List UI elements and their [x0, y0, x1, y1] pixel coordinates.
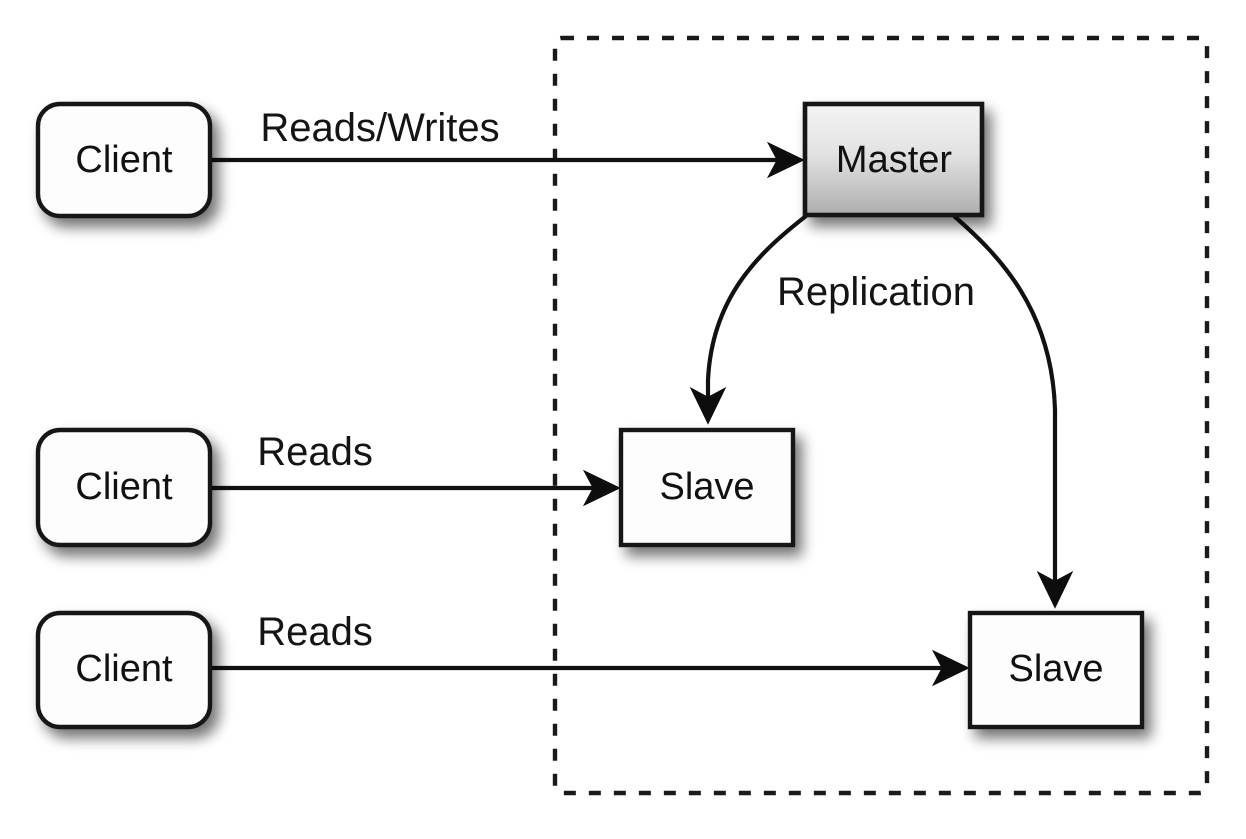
master-shape — [802, 101, 985, 218]
slave-1-shape — [618, 427, 796, 548]
node-master[interactable] — [802, 101, 985, 218]
node-client-2[interactable] — [35, 427, 213, 548]
client-3-label: Client — [75, 648, 173, 690]
master-label: Master — [836, 139, 952, 181]
slave-2-shape — [967, 610, 1145, 730]
client-1-shape — [35, 101, 213, 219]
edge-master-to-slave1 — [689, 214, 808, 425]
client-1-label: Client — [75, 139, 173, 181]
edge-label-reads-1: Reads — [257, 430, 373, 474]
client-3-shape — [35, 610, 213, 730]
node-client-1[interactable] — [35, 101, 213, 219]
edge-label-reads-2: Reads — [257, 610, 373, 654]
node-slave-1[interactable] — [618, 427, 796, 548]
client-2-shape — [35, 427, 213, 548]
edge-master-to-slave2 — [952, 214, 1074, 609]
edge-label-replication: Replication — [777, 270, 975, 314]
client-2-label: Client — [75, 466, 173, 508]
slave-2-label: Slave — [1008, 648, 1103, 690]
slave-1-label: Slave — [659, 466, 754, 508]
node-client-3[interactable] — [35, 610, 213, 730]
node-slave-2[interactable] — [967, 610, 1145, 730]
edge-label-reads-writes: Reads/Writes — [260, 106, 499, 150]
